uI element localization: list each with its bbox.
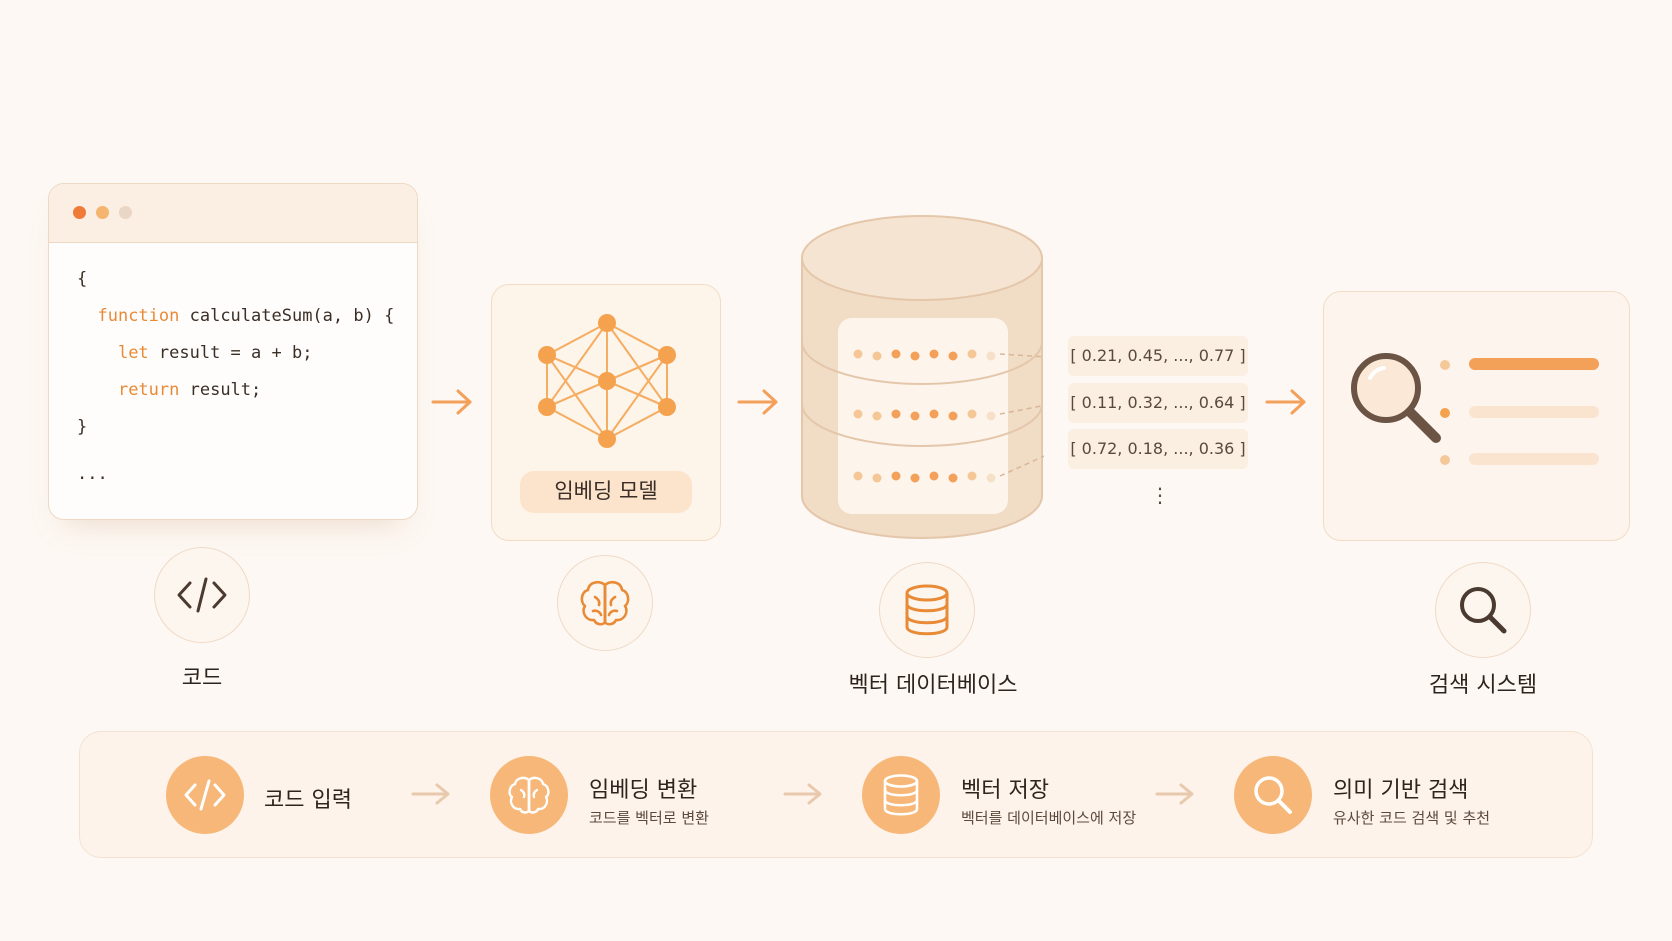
code-line: { — [77, 269, 417, 306]
vector-dot — [853, 409, 863, 419]
step-badge-search — [1234, 756, 1312, 834]
code-text: result; — [179, 380, 262, 400]
arrow-right-icon — [1265, 389, 1306, 415]
vector-dot — [891, 349, 901, 359]
database-cylinder-icon — [801, 215, 1044, 539]
more-vectors-ellipsis: ⋮ — [1150, 483, 1170, 507]
search-icon — [1460, 587, 1507, 634]
vector-dot — [891, 409, 901, 419]
code-text: } — [77, 417, 88, 437]
vector-row: [ 0.11, 0.32, ..., 0.64 ] — [1068, 383, 1248, 423]
vector-dot — [872, 351, 882, 361]
code-window-titlebar — [49, 184, 417, 243]
vector-dot — [986, 473, 996, 483]
code-line: let result = a + b; — [77, 343, 417, 380]
code-icon — [177, 577, 227, 613]
step-title: 벡터 저장 — [961, 778, 1049, 803]
code-label: 코드 — [181, 666, 223, 691]
database-step-badge — [879, 562, 975, 658]
search-icon — [1254, 776, 1292, 814]
neural-network-icon — [538, 314, 676, 448]
vector-dot — [853, 349, 863, 359]
vector-dot — [948, 411, 958, 421]
code-line: return result; — [77, 380, 417, 417]
code-text: ... — [77, 464, 108, 484]
vector-dot — [910, 473, 920, 483]
vector-dot — [967, 409, 977, 419]
vector-dot — [948, 351, 958, 361]
code-keyword: function — [97, 306, 180, 326]
code-text — [77, 380, 118, 400]
window-minimize-dot — [96, 206, 109, 219]
vector-dot — [986, 411, 996, 421]
code-line: ... — [77, 464, 417, 501]
result-bullet — [1440, 408, 1450, 418]
step-title: 코드 입력 — [264, 788, 352, 813]
code-text: result = a + b; — [148, 343, 313, 363]
code-keyword: let — [117, 343, 149, 363]
vector-row: [ 0.72, 0.18, ..., 0.36 ] — [1068, 429, 1248, 469]
vector-dot — [872, 411, 882, 421]
result-line — [1469, 406, 1599, 418]
search-step-badge — [1435, 562, 1531, 658]
step-subtitle: 벡터를 데이터베이스에 저장 — [961, 809, 1137, 827]
step-subtitle: 유사한 코드 검색 및 추천 — [1333, 809, 1491, 827]
code-line: } — [77, 417, 417, 454]
code-block: { function calculateSum(a, b) { let resu… — [49, 243, 417, 501]
result-bullet — [1440, 360, 1450, 370]
vector-dot — [929, 349, 939, 359]
embedding-step-badge — [557, 555, 653, 651]
magnifier-icon — [1351, 353, 1441, 443]
vector-dot — [986, 351, 996, 361]
database-icon — [905, 584, 949, 636]
result-line — [1469, 453, 1599, 465]
arrow-right-icon — [411, 783, 450, 805]
arrow-right-icon — [737, 389, 778, 415]
code-keyword: return — [117, 380, 180, 400]
vector-list: [ 0.21, 0.45, ..., 0.77 ] [ 0.11, 0.32, … — [1068, 336, 1248, 496]
arrow-right-icon — [1155, 783, 1194, 805]
brain-icon — [508, 776, 550, 814]
database-icon — [883, 774, 919, 816]
embedding-model-label: 임베딩 모델 — [520, 471, 692, 513]
arrow-right-icon — [783, 783, 822, 805]
code-icon — [184, 779, 226, 811]
vector-dot — [891, 471, 901, 481]
step-badge-embedding — [490, 756, 568, 834]
vector-row: [ 0.21, 0.45, ..., 0.77 ] — [1068, 336, 1248, 376]
vector-dot — [929, 409, 939, 419]
step-badge-code — [166, 756, 244, 834]
vector-dot — [967, 471, 977, 481]
arrow-right-icon — [431, 389, 472, 415]
step-title: 임베딩 변환 — [589, 778, 698, 803]
code-text — [77, 343, 118, 363]
vector-dot — [948, 473, 958, 483]
search-results-panel — [1323, 291, 1630, 541]
code-text: { — [77, 269, 88, 289]
vector-dot — [872, 473, 882, 483]
result-bullet — [1440, 455, 1450, 465]
search-system-label: 검색 시스템 — [1428, 673, 1538, 698]
step-title: 의미 기반 검색 — [1333, 778, 1469, 803]
step-badge-database — [862, 756, 940, 834]
brain-icon — [580, 580, 630, 626]
vector-dot — [910, 351, 920, 361]
vector-dot — [853, 471, 863, 481]
vector-dot — [929, 471, 939, 481]
code-step-badge — [154, 547, 250, 643]
code-window: { function calculateSum(a, b) { let resu… — [48, 183, 418, 520]
window-maximize-dot — [119, 206, 132, 219]
step-subtitle: 코드를 벡터로 변환 — [589, 809, 709, 827]
code-line: function calculateSum(a, b) { — [77, 306, 417, 343]
vector-dot — [967, 349, 977, 359]
embedding-model-panel: 임베딩 모델 — [491, 284, 721, 541]
pipeline-summary-bar: 코드 입력 임베딩 변환 코드를 벡터로 변환 벡터 저장 벡터를 데이터베이스… — [79, 731, 1593, 858]
code-text — [77, 306, 97, 326]
code-text: calculateSum(a, b) { — [179, 306, 395, 326]
result-line-top — [1469, 358, 1599, 370]
window-close-dot — [73, 206, 86, 219]
vector-dot — [910, 411, 920, 421]
vector-database-label: 벡터 데이터베이스 — [848, 673, 1018, 698]
